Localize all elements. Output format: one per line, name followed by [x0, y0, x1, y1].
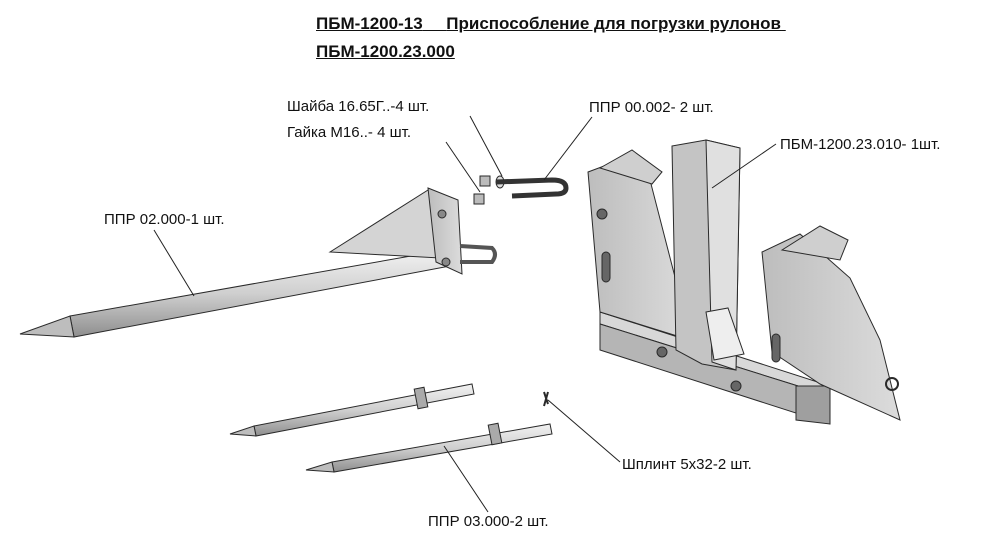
leader-washer	[469, 115, 503, 177]
leader-nut	[445, 141, 481, 193]
side-tine-upper-shaft	[253, 383, 475, 437]
side-tine-lower-shaft	[331, 423, 553, 473]
side-tine-lower-collar	[487, 422, 503, 446]
leader-side-tines	[443, 445, 489, 513]
main-tine-bolt	[437, 209, 447, 219]
leader-lines	[153, 115, 777, 513]
frame-slot	[771, 333, 781, 363]
frame-base-end	[795, 385, 831, 425]
frame-slot	[601, 251, 611, 283]
u-bolt-part	[495, 177, 569, 199]
title-line-1: ПБМ-1200-13 Приспособление для погрузки …	[316, 14, 786, 34]
label-main-tine: ППР 02.000-1 шт.	[104, 211, 225, 228]
main-tine	[19, 187, 497, 338]
frame-hole	[885, 377, 899, 391]
label-frame: ПБМ-1200.23.010- 1шт.	[780, 136, 941, 153]
title-line-2: ПБМ-1200.23.000	[316, 42, 455, 61]
main-tine-bolt	[441, 257, 451, 267]
main-tine-shaft	[69, 249, 451, 338]
main-tine-mount-plate	[427, 187, 463, 275]
nut-shape	[479, 175, 491, 187]
frame-hole	[596, 208, 608, 220]
frame-part	[587, 139, 901, 425]
frame-center-bracket	[705, 307, 745, 361]
leader-frame	[711, 143, 777, 189]
u-bolt-bottom	[511, 187, 569, 199]
side-tine-upper-tip	[229, 425, 257, 437]
frame-right-hook	[780, 225, 849, 261]
u-bolt-top	[495, 177, 569, 189]
title-code: ПБМ-1200-13	[316, 14, 423, 33]
frame-hole	[656, 346, 668, 358]
main-tine-u-bolt	[459, 244, 497, 264]
main-tine-gusset	[328, 189, 441, 259]
leader-cotter-pin	[547, 399, 621, 463]
title-name: Приспособление для погрузки рулонов	[446, 14, 782, 33]
label-washer: Шайба 16.65Г..-4 шт.	[287, 98, 430, 115]
label-u-bolt: ППР 00.002- 2 шт.	[589, 99, 714, 116]
frame-hole	[730, 380, 742, 392]
label-side-tines: ППР 03.000-2 шт.	[428, 513, 549, 530]
cotter-pin-shape	[543, 391, 549, 407]
label-nut: Гайка М16..- 4 шт.	[287, 124, 411, 141]
leader-main-tine	[153, 229, 195, 297]
label-cotter-pin: Шплинт 5х32-2 шт.	[622, 456, 752, 473]
side-tines	[229, 383, 553, 473]
nut-shape	[473, 193, 485, 205]
side-tine-lower-tip	[305, 461, 335, 473]
frame-left-hook	[598, 149, 663, 185]
leader-u-bolt	[543, 116, 593, 181]
side-tine-upper-collar	[413, 386, 429, 410]
main-tine-tip	[19, 315, 75, 338]
